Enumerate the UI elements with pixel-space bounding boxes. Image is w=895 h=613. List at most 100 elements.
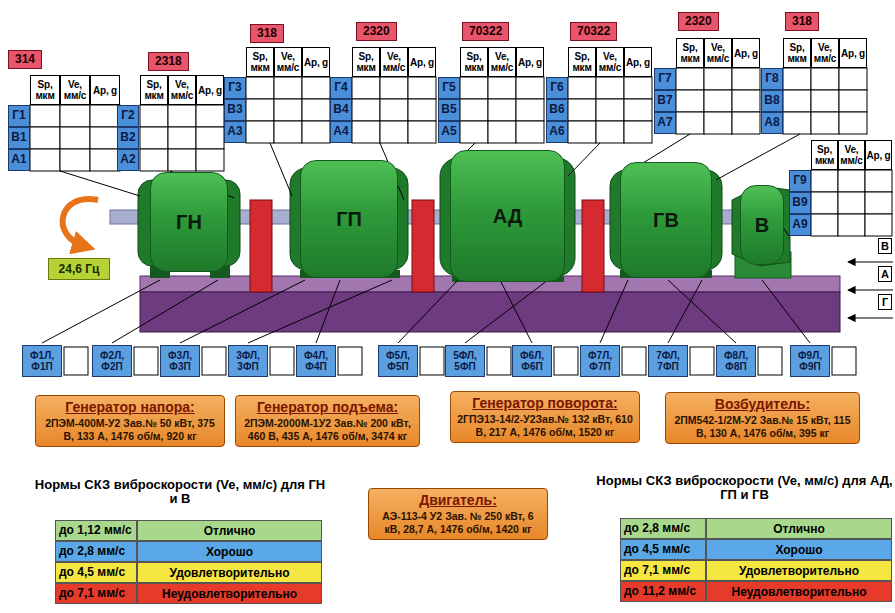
info-body: АЭ-113-4 У2 Зав. № 250 кВт, 6 кВ, 28,7 А… (375, 510, 541, 535)
table-header: Ve, мм/с (274, 47, 302, 77)
table-cell (811, 170, 838, 192)
table-cell (140, 105, 168, 127)
point-label: Г7 (654, 68, 676, 90)
table-cell (302, 99, 330, 121)
table-header: Ve, мм/с (704, 38, 732, 68)
legend-swatch: Отлично (706, 518, 892, 539)
table-cell (676, 68, 704, 90)
table-header: Sp, мкм (676, 38, 704, 68)
table-cell (554, 347, 578, 375)
table-cell (460, 77, 488, 99)
table-cell (732, 68, 760, 90)
table-cell (596, 121, 624, 143)
leader-line (762, 280, 810, 343)
info-heading: Возбудитель: (672, 396, 853, 412)
bearing-number: 2320 (678, 12, 719, 31)
leader-line (716, 134, 800, 180)
table-cell (811, 90, 839, 112)
table-header: Ap, g (196, 75, 224, 105)
bearing-number: 70322 (570, 22, 617, 41)
table-cell (274, 121, 302, 143)
bearing-number: 314 (8, 50, 42, 69)
table-cell (516, 99, 544, 121)
foot-point-label: 3ФЛ, 3ФП (228, 345, 268, 377)
leader-line (600, 280, 628, 343)
table-cell (811, 112, 839, 134)
table-cell (865, 214, 892, 236)
table-cell (140, 149, 168, 171)
table-cell (488, 99, 516, 121)
point-label: Г1 (8, 105, 30, 127)
node-label: В (755, 214, 769, 237)
machine-info-box: Генератор напора:2ПЭМ-400М-У2 Зав.№ 50 к… (35, 395, 225, 447)
legend-swatch: Удовлетворительно (137, 562, 322, 583)
table-cell (246, 99, 274, 121)
point-label: В4 (330, 99, 352, 121)
foot-point-label: Ф7Л, Ф7П (580, 345, 620, 377)
axis-letter: В (878, 238, 892, 254)
machine-body: ГП (300, 160, 398, 278)
bearing-number: 318 (250, 24, 284, 43)
point-label: Г9 (789, 170, 811, 192)
point-label: А5 (438, 121, 460, 143)
table-cell (60, 105, 90, 127)
table-cell (783, 68, 811, 90)
table-cell (516, 121, 544, 143)
machine-info-box: Двигатель:АЭ-113-4 У2 Зав. № 250 кВт, 6 … (368, 488, 548, 540)
leader-line (316, 280, 340, 343)
point-label: В9 (789, 192, 811, 214)
table-cell (690, 347, 714, 375)
info-heading: Генератор поворота: (457, 395, 633, 411)
table-cell (839, 68, 867, 90)
axis-arrow (848, 317, 893, 318)
table-header: Ap, g (302, 47, 330, 77)
table-cell (622, 347, 646, 375)
node-label: АД (493, 205, 522, 228)
node-label: ГН (176, 211, 202, 234)
table-cell (839, 112, 867, 134)
table-cell (352, 77, 380, 99)
table-cell (274, 99, 302, 121)
table-cell (487, 347, 511, 375)
table-cell (596, 77, 624, 99)
machine-body: АД (450, 150, 565, 282)
point-label: В6 (546, 99, 568, 121)
table-cell (168, 105, 196, 127)
foot-point-label: Ф4Л, Ф4П (296, 345, 336, 377)
table-header: Ve, мм/с (596, 47, 624, 77)
table-cell (624, 77, 652, 99)
point-label: А1 (8, 149, 30, 171)
leader-line (60, 171, 140, 196)
coupling (250, 200, 272, 292)
legend-swatch: Удовлетворительно (706, 560, 892, 581)
norms-title: Нормы СКЗ виброскорости (Ve, мм/с) для Г… (30, 478, 330, 507)
info-body: 2ПМ542-1/2М-У2 Зав.№ 15 кВт, 115 В, 130 … (672, 414, 853, 439)
table-cell (838, 214, 865, 236)
foot-point-label: 7ФЛ, 7ФП (648, 345, 688, 377)
point-label: В7 (654, 90, 676, 112)
table-header: Ve, мм/с (838, 140, 865, 170)
info-body: 2ПЭМ-400М-У2 Зав.№ 50 кВт, 375 В, 133 А,… (42, 417, 218, 442)
info-heading: Генератор подъема: (242, 399, 413, 415)
point-label: А3 (224, 121, 246, 143)
leader-line (270, 143, 292, 196)
legend-text: Хорошо (775, 543, 822, 557)
table-cell (460, 121, 488, 143)
table-header: Ve, мм/с (60, 75, 90, 105)
table-header: Ap, g (408, 47, 436, 77)
point-label: Г4 (330, 77, 352, 99)
table-cell (460, 99, 488, 121)
table-cell (704, 68, 732, 90)
table-cell (60, 127, 90, 149)
point-label: А2 (117, 149, 139, 171)
table-header: Ap, g (90, 75, 120, 105)
platform-body (140, 292, 840, 332)
table-cell (624, 121, 652, 143)
foot-point-label: 5ФЛ, 5ФП (445, 345, 485, 377)
coupling (412, 200, 434, 292)
point-label: Г6 (546, 77, 568, 99)
table-cell (338, 347, 362, 375)
point-label: В1 (8, 127, 30, 149)
table-cell (30, 127, 60, 149)
table-header: Ve, мм/с (380, 47, 408, 77)
